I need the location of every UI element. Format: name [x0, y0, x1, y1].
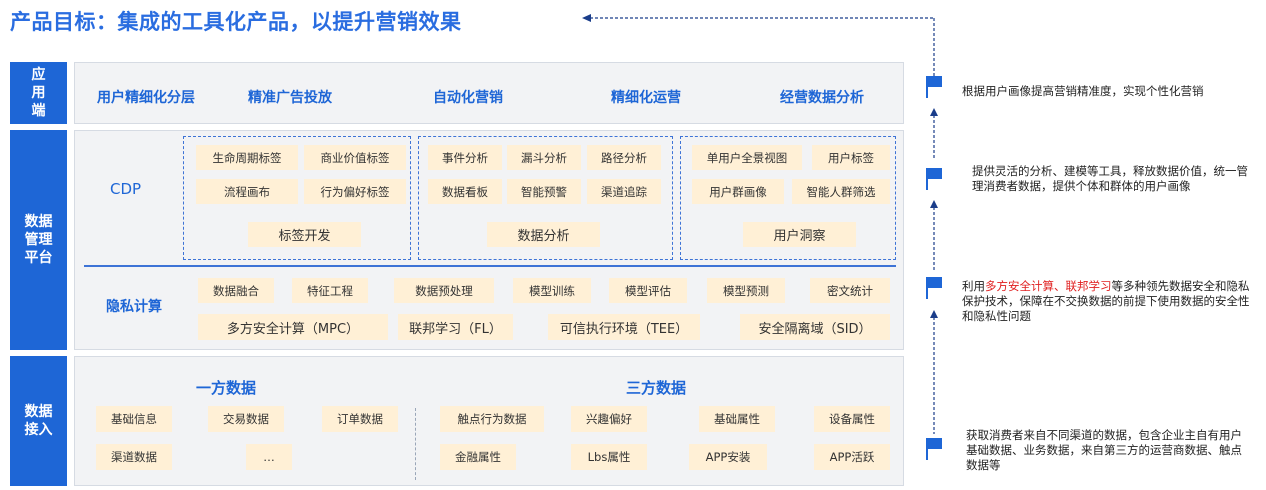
tag-funnel-analysis: 漏斗分析: [507, 145, 581, 170]
tag-preprocess: 数据预处理: [394, 278, 494, 303]
tag-device-attr: 设备属性: [814, 406, 890, 432]
ingest-divider: [415, 408, 416, 480]
tag-channel-data: 渠道数据: [96, 444, 172, 470]
tag-dashboard: 数据看板: [428, 179, 502, 204]
flag-icon: [926, 438, 942, 460]
cdp-group-tags: [183, 136, 411, 260]
title-connector-arrow: [582, 14, 935, 78]
third-party-label: 三方数据: [626, 379, 687, 397]
layer-label-app: 应用端: [10, 62, 67, 124]
tag-group-portrait: 用户群画像: [692, 179, 784, 204]
tag-more: …: [246, 444, 292, 470]
tag-user-label: 用户标签: [812, 145, 890, 170]
tag-single-user-view: 单用户全景视图: [692, 145, 802, 170]
tag-transaction: 交易数据: [208, 406, 284, 432]
tag-order: 订单数据: [322, 406, 398, 432]
tag-app-install: APP安装: [689, 444, 767, 470]
tag-smart-audience: 智能人群筛选: [792, 179, 890, 204]
first-party-label: 一方数据: [196, 379, 257, 397]
tag-cipher-stat: 密文统计: [810, 278, 890, 303]
app-item-analytics: 经营数据分析: [780, 90, 864, 106]
tag-event-analysis: 事件分析: [428, 145, 502, 170]
tag-behavior-pref: 行为偏好标签: [304, 179, 406, 204]
page-title: 产品目标：集成的工具化产品，以提升营销效果: [10, 10, 462, 34]
layer-label-ingest: 数据接入: [10, 356, 67, 486]
tag-tee: 可信执行环境（TEE）: [548, 314, 700, 340]
app-item-automation: 自动化营销: [433, 90, 503, 106]
tag-data-analysis: 数据分析: [487, 222, 600, 247]
tag-touch-behavior: 触点行为数据: [440, 406, 544, 432]
app-item-segmentation: 用户精细化分层: [97, 90, 195, 106]
goal-timeline: [926, 76, 942, 460]
tag-mpc: 多方安全计算（MPC）: [198, 314, 388, 340]
tag-user-insight: 用户洞察: [743, 222, 856, 247]
flag-icon: [926, 76, 942, 98]
tag-basic-info: 基础信息: [96, 406, 172, 432]
tag-lifecycle: 生命周期标签: [196, 145, 298, 170]
tag-path-analysis: 路径分析: [587, 145, 661, 170]
note-privacy: 利用多方安全计算、联邦学习等多种领先数据安全和隐私保护技术，保障在不交换数据的前…: [962, 279, 1250, 323]
flag-icon: [926, 277, 942, 299]
tag-model-train: 模型训练: [513, 278, 591, 303]
tag-basic-attr: 基础属性: [699, 406, 775, 432]
tag-smart-alert: 智能预警: [507, 179, 581, 204]
tag-business-value: 商业价值标签: [304, 145, 406, 170]
platform-divider: [84, 265, 896, 267]
tag-feature-eng: 特征工程: [292, 278, 368, 303]
note-app: 根据用户画像提高营销精准度，实现个性化营销: [962, 84, 1204, 98]
tag-interest: 兴趣偏好: [571, 406, 647, 432]
cdp-group-insight: [680, 136, 896, 260]
tag-data-fusion: 数据融合: [198, 278, 274, 303]
tag-model-eval: 模型评估: [609, 278, 687, 303]
tag-sid: 安全隔离域（SID）: [740, 314, 890, 340]
tag-model-predict: 模型预测: [707, 278, 785, 303]
tag-development: 标签开发: [248, 222, 361, 247]
tag-finance-attr: 金融属性: [440, 444, 516, 470]
cdp-group-analysis: [418, 136, 673, 260]
note-ingest: 获取消费者来自不同渠道的数据，包含企业主自有用户基础数据、业务数据，来自第三方的…: [966, 428, 1242, 472]
tag-fl: 联邦学习（FL）: [398, 314, 513, 340]
cdp-label: CDP: [110, 180, 142, 198]
app-item-ads: 精准广告投放: [248, 90, 332, 106]
privacy-label: 隐私计算: [106, 299, 162, 315]
tag-app-active: APP活跃: [814, 444, 890, 470]
app-item-operations: 精细化运营: [611, 90, 681, 106]
tag-lbs-attr: Lbs属性: [571, 444, 647, 470]
app-panel: [74, 62, 904, 124]
note-platform: 提供灵活的分析、建模等工具，释放数据价值，统一管理消费者数据，提供个体和群体的用…: [972, 164, 1248, 193]
tag-flow-canvas: 流程画布: [196, 179, 298, 204]
flag-icon: [926, 168, 942, 190]
tag-channel-tracking: 渠道追踪: [587, 179, 661, 204]
layer-label-platform: 数据管理平台: [10, 130, 67, 350]
